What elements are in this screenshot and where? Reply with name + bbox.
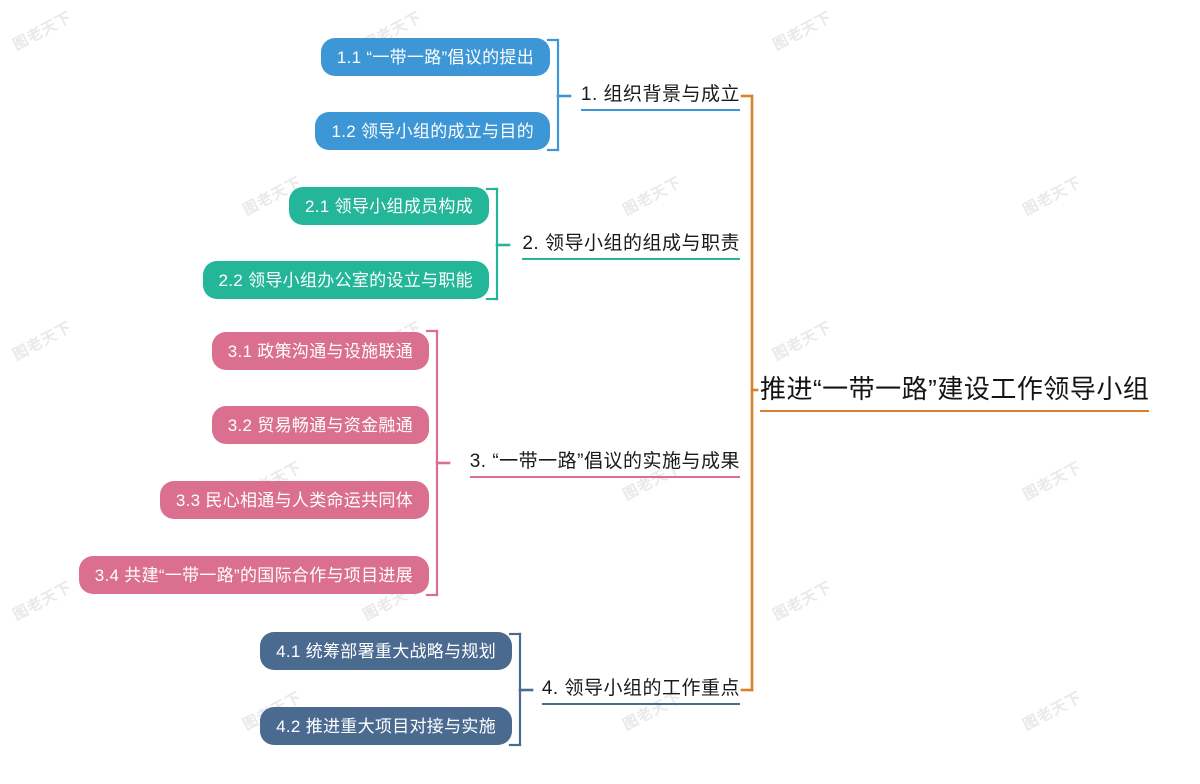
leaf-node[interactable]: 3.1 政策沟通与设施联通 xyxy=(211,332,429,370)
leaf-node-label: 2.2 领导小组办公室的设立与职能 xyxy=(218,270,473,290)
watermark-text: 图老天下 xyxy=(769,577,835,624)
leaf-node-label: 3.3 民心相通与人类命运共同体 xyxy=(175,490,413,510)
leaf-node[interactable]: 2.2 领导小组办公室的设立与职能 xyxy=(202,261,489,299)
watermark-text: 图老天下 xyxy=(1019,172,1085,219)
branch-label-4[interactable]: 4. 领导小组的工作重点 xyxy=(541,673,740,707)
branch-label-text: 2. 领导小组的组成与职责 xyxy=(522,228,740,260)
leaf-node[interactable]: 1.1 “一带一路”倡议的提出 xyxy=(320,38,550,76)
leaf-node[interactable]: 4.2 推进重大项目对接与实施 xyxy=(260,707,512,745)
branch-label-2[interactable]: 2. 领导小组的组成与职责 xyxy=(522,228,740,262)
leaf-node-label: 1.1 “一带一路”倡议的提出 xyxy=(336,47,534,67)
watermark-text: 图老天下 xyxy=(9,7,75,54)
watermark-text: 图老天下 xyxy=(769,7,835,54)
watermark-text: 图老天下 xyxy=(1019,687,1085,734)
leaf-node-label: 4.2 推进重大项目对接与实施 xyxy=(276,716,496,736)
branch-label-text: 3. “一带一路”倡议的实施与成果 xyxy=(469,446,740,478)
leaf-node[interactable]: 2.1 领导小组成员构成 xyxy=(289,187,489,225)
watermark-text: 图老天下 xyxy=(619,172,685,219)
watermark-text: 图老天下 xyxy=(1019,457,1085,504)
leaf-node[interactable]: 3.2 贸易畅通与资金融通 xyxy=(211,406,429,444)
leaf-node-label: 3.4 共建“一带一路”的国际合作与项目进展 xyxy=(94,565,413,585)
leaf-node[interactable]: 3.4 共建“一带一路”的国际合作与项目进展 xyxy=(78,556,429,594)
branch-label-text: 4. 领导小组的工作重点 xyxy=(541,673,740,705)
root-node-label: 推进“一带一路”建设工作领导小组 xyxy=(760,369,1150,412)
watermark-text: 图老天下 xyxy=(769,317,835,364)
branch-label-text: 1. 组织背景与成立 xyxy=(580,79,740,111)
root-node[interactable]: 推进“一带一路”建设工作领导小组 xyxy=(760,369,1150,412)
branch-label-3[interactable]: 3. “一带一路”倡议的实施与成果 xyxy=(469,446,740,480)
leaf-node-label: 3.1 政策沟通与设施联通 xyxy=(227,341,413,361)
leaf-node[interactable]: 1.2 领导小组的成立与目的 xyxy=(315,112,550,150)
leaf-node-label: 1.2 领导小组的成立与目的 xyxy=(331,121,534,141)
leaf-node-label: 2.1 领导小组成员构成 xyxy=(305,196,473,216)
leaf-node[interactable]: 3.3 民心相通与人类命运共同体 xyxy=(159,481,429,519)
watermark-text: 图老天下 xyxy=(9,577,75,624)
branch-label-1[interactable]: 1. 组织背景与成立 xyxy=(580,79,740,113)
watermark-text: 图老天下 xyxy=(9,317,75,364)
leaf-node-label: 3.2 贸易畅通与资金融通 xyxy=(227,415,413,435)
leaf-node[interactable]: 4.1 统筹部署重大战略与规划 xyxy=(260,632,512,670)
leaf-node-label: 4.1 统筹部署重大战略与规划 xyxy=(276,641,496,661)
